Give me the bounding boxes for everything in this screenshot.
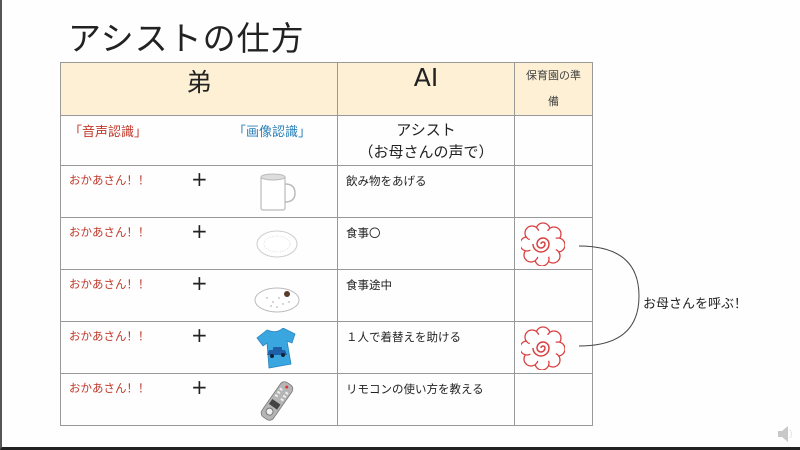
stamp-cell	[514, 217, 593, 270]
remote-control-icon	[260, 381, 294, 421]
empty-plate-icon	[256, 230, 298, 258]
image-recognition-label: 「画像認識」	[233, 125, 312, 140]
plate-with-food-icon	[254, 287, 300, 313]
stamp-cell	[514, 269, 593, 322]
stamp-cell	[514, 321, 593, 374]
call-mom-text: おかあさん！！	[69, 381, 150, 395]
table-row: おかあさん！！ + １人で着替えを助ける	[60, 321, 593, 374]
call-mom-text: おかあさん！！	[69, 277, 150, 291]
flower-stamp-icon	[521, 222, 565, 266]
call-mom-text: おかあさん！！	[69, 225, 150, 239]
header-ai: AI	[337, 62, 515, 116]
bracket-connector	[579, 245, 640, 347]
table-row: おかあさん！！ + リモコンの使い方を教える	[60, 373, 593, 426]
header-nursery: 保育園の準備	[514, 62, 593, 116]
plus-sign: +	[191, 219, 208, 243]
header-row: 弟 AI 保育園の準備	[60, 62, 593, 116]
callout-text: お母さんを呼ぶ！	[643, 297, 748, 312]
table-row: おかあさん！！ + 飲み物をあげる	[60, 165, 593, 218]
action-text: 食事途中	[337, 269, 515, 322]
flower-stamp-icon	[521, 326, 565, 370]
table-row: おかあさん！！ + 食事〇	[60, 217, 593, 270]
action-text: リモコンの使い方を教える	[337, 373, 515, 426]
action-text: 食事〇	[337, 217, 515, 270]
action-text: １人で着替えを助ける	[337, 321, 515, 374]
speaker-icon[interactable]	[776, 424, 794, 444]
action-text: 飲み物をあげる	[337, 165, 515, 218]
subheader-row: 「音声認識」 「画像認識」 アシスト （お母さんの声で）	[60, 115, 593, 166]
assist-table: 弟 AI 保育園の準備 「音声認識」 「画像認識」 アシスト （お母さんの声で）…	[60, 62, 593, 426]
voice-recognition-label: 「音声認識」	[69, 125, 148, 140]
plus-sign: +	[191, 375, 208, 399]
tshirt-car-icon	[256, 328, 296, 369]
recognition-cell: 「音声認識」 「画像認識」	[60, 115, 338, 166]
call-mom-text: おかあさん！！	[69, 329, 150, 343]
table-row: おかあさん！！ + 食事途中	[60, 269, 593, 322]
stamp-cell	[514, 165, 593, 218]
mug-icon	[260, 173, 296, 211]
slide-title: アシストの仕方	[68, 19, 305, 58]
plus-sign: +	[191, 323, 208, 347]
stamp-cell	[514, 373, 593, 426]
call-mom-text: おかあさん！！	[69, 173, 150, 187]
nursery-empty-cell	[514, 115, 593, 166]
plus-sign: +	[191, 167, 208, 191]
assist-cell: アシスト （お母さんの声で）	[337, 115, 515, 166]
header-brother: 弟	[60, 62, 338, 116]
plus-sign: +	[191, 271, 208, 295]
